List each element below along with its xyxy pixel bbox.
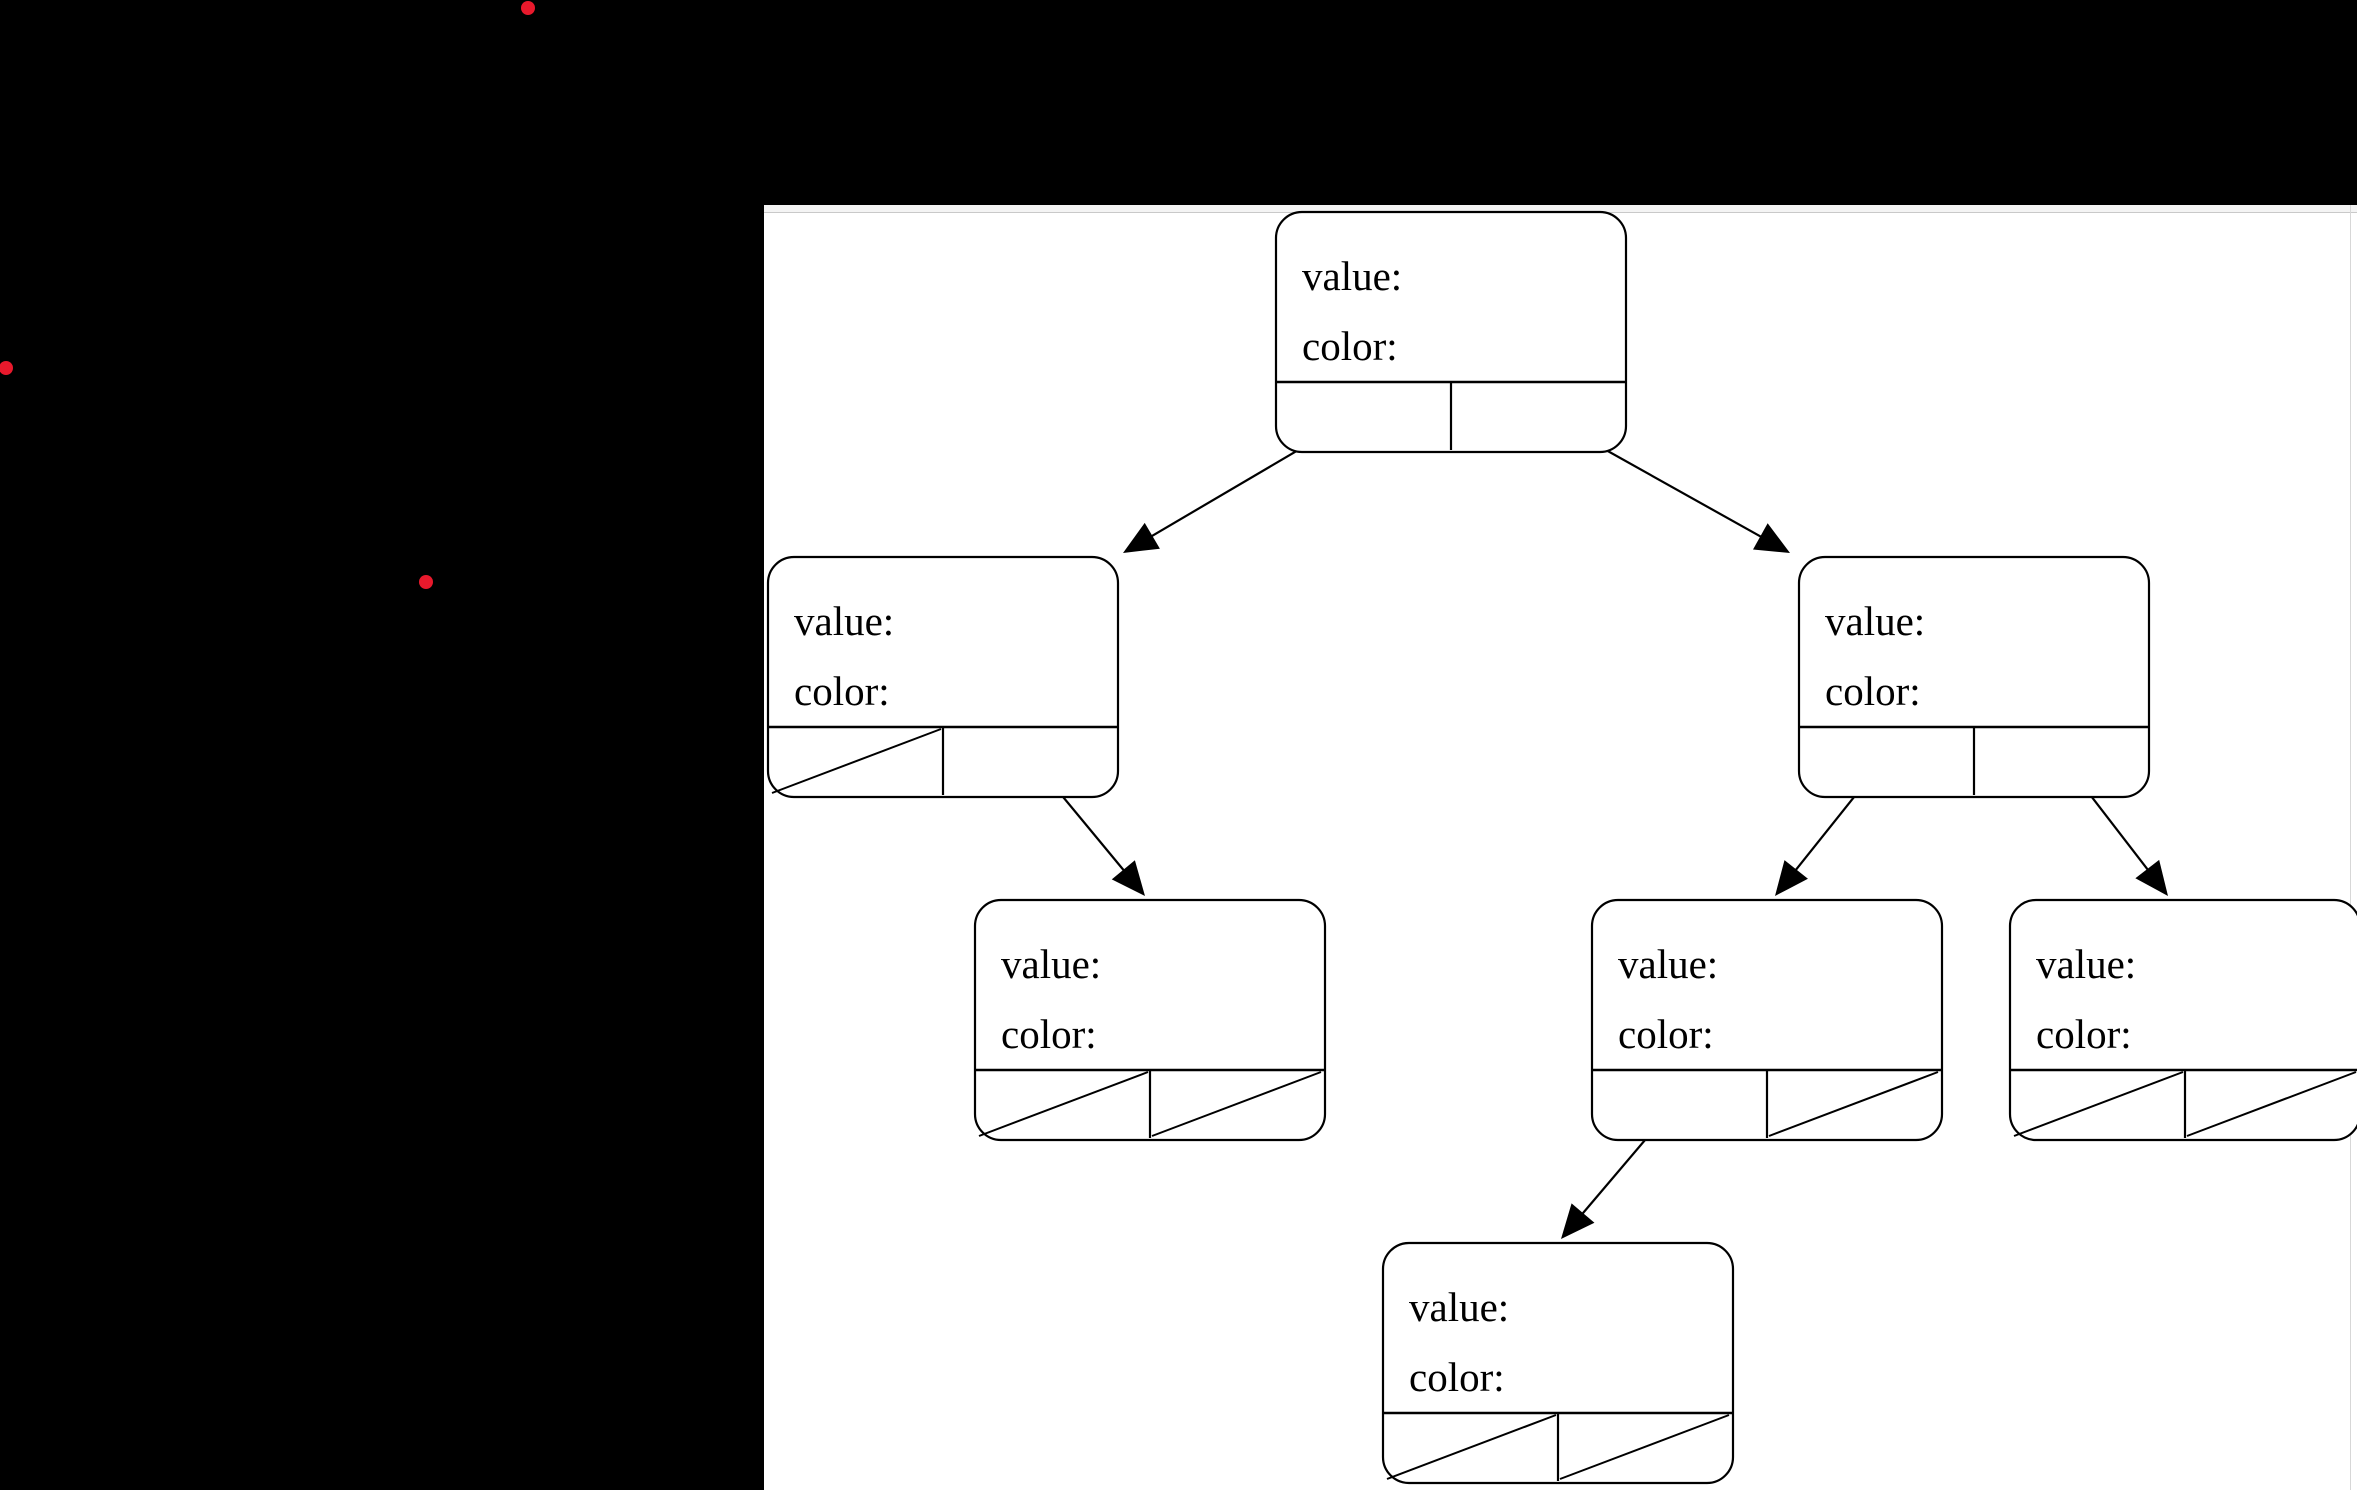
right-null-slash-icon <box>1151 1071 1322 1137</box>
right-null-slash-icon <box>1559 1414 1730 1480</box>
marker-dot-left <box>0 361 13 375</box>
marker-dot-middle <box>419 575 433 589</box>
tree-node-right[interactable]: value: color: <box>1797 555 2151 799</box>
node-color-label: color: <box>794 668 890 714</box>
tree-node-right-right[interactable]: value: color: <box>2008 898 2357 1142</box>
marker-dot-top <box>521 1 535 15</box>
panel-right-divider <box>2350 205 2351 1490</box>
node-outline <box>766 555 1120 799</box>
node-color-label: color: <box>1409 1354 1505 1400</box>
tree-node-right-left[interactable]: value: color: <box>1590 898 1944 1142</box>
node-outline <box>1381 1241 1735 1485</box>
node-color-label: color: <box>2036 1011 2132 1057</box>
node-color-label: color: <box>1618 1011 1714 1057</box>
node-color-label: color: <box>1302 323 1398 369</box>
tree-diagram[interactable]: value:color:value:color:value:color:valu… <box>764 205 2357 1490</box>
node-value-label: value: <box>1001 941 1101 987</box>
node-value-label: value: <box>1825 598 1925 644</box>
node-value-label: value: <box>1409 1284 1509 1330</box>
node-outline <box>973 898 1327 1142</box>
right-null-slash-icon <box>1768 1071 1939 1137</box>
tree-node-left-right[interactable]: value: color: <box>973 898 1327 1142</box>
node-value-label: value: <box>1618 941 1718 987</box>
left-null-slash-icon <box>978 1071 1149 1137</box>
node-value-label: value: <box>794 598 894 644</box>
tree-node-right-left-left[interactable]: value: color: <box>1381 1241 1735 1485</box>
node-outline <box>1590 898 1944 1142</box>
diagram-canvas-panel[interactable]: value:color:value:color:value:color:valu… <box>764 205 2357 1490</box>
left-null-slash-icon <box>1386 1414 1557 1480</box>
right-null-slash-icon <box>2186 1071 2357 1137</box>
left-null-slash-icon <box>771 728 942 794</box>
node-value-label: value: <box>2036 941 2136 987</box>
tree-node-root[interactable]: value: color: <box>1274 210 1628 454</box>
node-color-label: color: <box>1001 1011 1097 1057</box>
node-layer: value:color:value:color:value:color:valu… <box>766 210 2357 1485</box>
node-value-label: value: <box>1302 253 1402 299</box>
node-color-label: color: <box>1825 668 1921 714</box>
left-null-slash-icon <box>2013 1071 2184 1137</box>
node-outline <box>1274 210 1628 454</box>
tree-node-left[interactable]: value: color: <box>766 555 1120 799</box>
node-outline <box>1797 555 2151 799</box>
node-outline <box>2008 898 2357 1142</box>
